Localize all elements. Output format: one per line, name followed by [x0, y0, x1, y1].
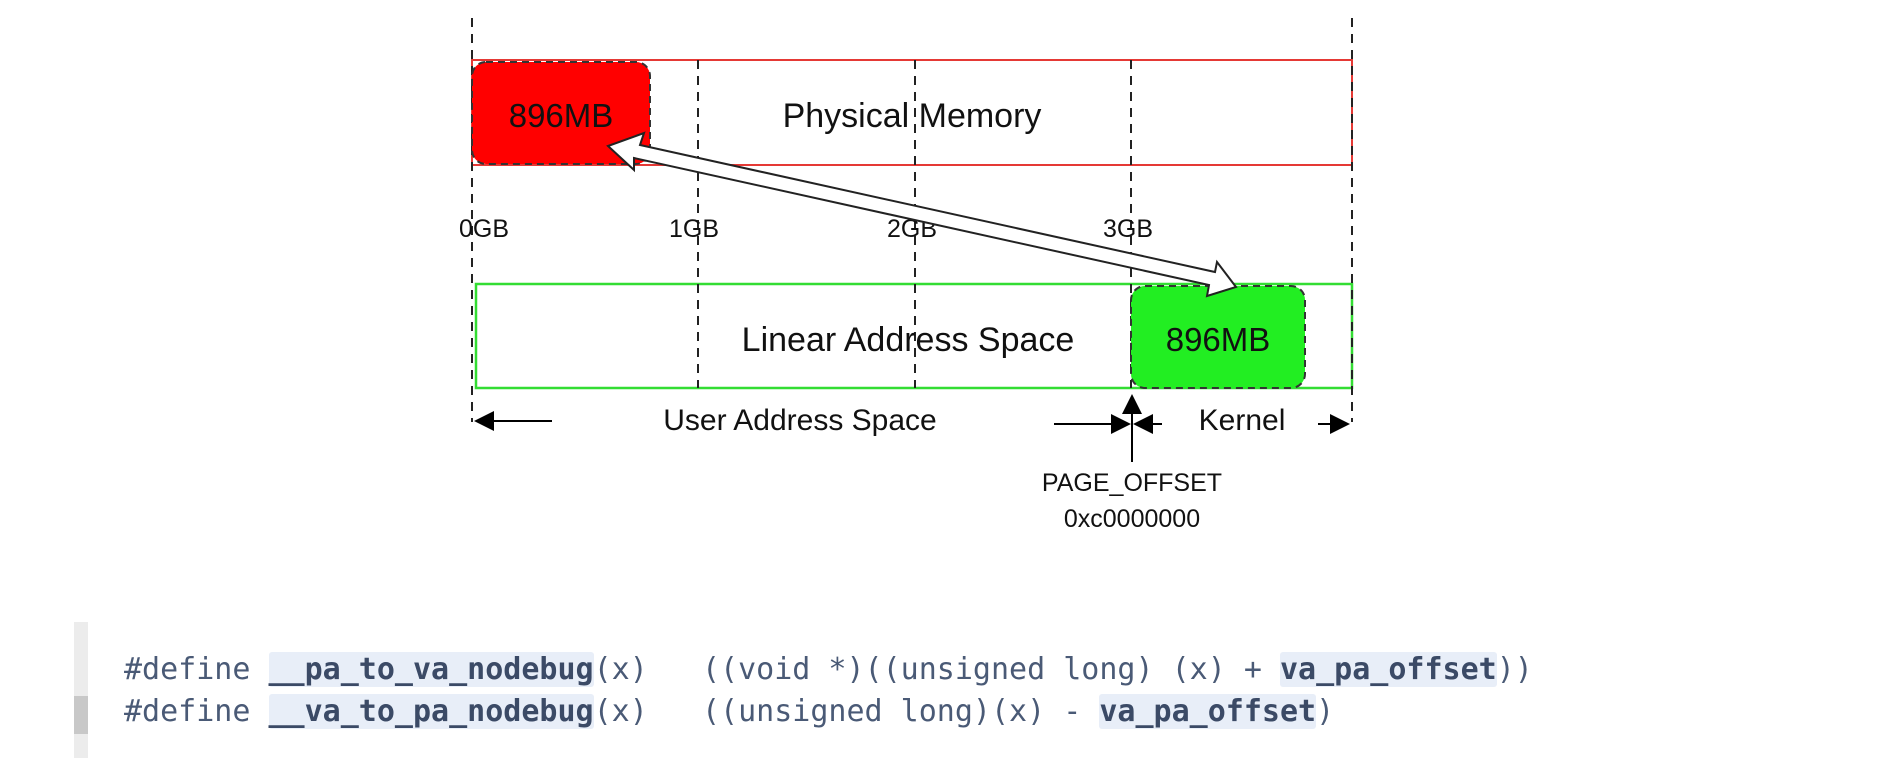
- code-line-2-end: ): [1316, 694, 1335, 729]
- memory-mapping-diagram: 896MB 896MB Physical Memory Linear Addre…: [459, 18, 1354, 533]
- code-line-1-macro-name: __pa_to_va_nodebug: [268, 652, 594, 687]
- code-line-2-body: (x) ((unsigned long)(x) -: [593, 694, 1100, 729]
- code-line-2-macro-name: __va_to_pa_nodebug: [268, 694, 594, 729]
- code-line-2-directive: #define: [124, 694, 269, 729]
- tick-label-0gb: 0GB: [459, 215, 509, 243]
- linear-896mb-label: 896MB: [1166, 321, 1271, 358]
- physical-memory-label: Physical Memory: [783, 97, 1042, 135]
- code-line-1-directive: #define: [124, 652, 269, 687]
- code-gutter: [74, 622, 88, 758]
- physical-896mb-label: 896MB: [509, 97, 614, 134]
- code-line-2-variable: va_pa_offset: [1099, 694, 1317, 729]
- kernel-label: Kernel: [1199, 404, 1286, 437]
- code-line-1-variable: va_pa_offset: [1279, 652, 1497, 687]
- physical-896mb-block: [471, 61, 651, 165]
- mapping-arrow: [606, 131, 1238, 298]
- code-line-1-end: )): [1496, 652, 1533, 687]
- linear-address-label: Linear Address Space: [742, 321, 1075, 359]
- code-line-1-body: (x) ((void *)((unsigned long) (x) +: [593, 652, 1280, 687]
- tick-label-3gb: 3GB: [1103, 215, 1153, 243]
- page-offset-value: 0xc0000000: [1064, 505, 1200, 533]
- code-line-1: #define __pa_to_va_nodebug(x) ((void *)(…: [124, 650, 1533, 690]
- tick-label-1gb: 1GB: [669, 215, 719, 243]
- code-block: [74, 622, 1889, 758]
- page-offset-label: PAGE_OFFSET: [1042, 469, 1222, 497]
- code-line-2: #define __va_to_pa_nodebug(x) ((unsigned…: [124, 692, 1334, 732]
- user-address-space-label: User Address Space: [663, 404, 936, 437]
